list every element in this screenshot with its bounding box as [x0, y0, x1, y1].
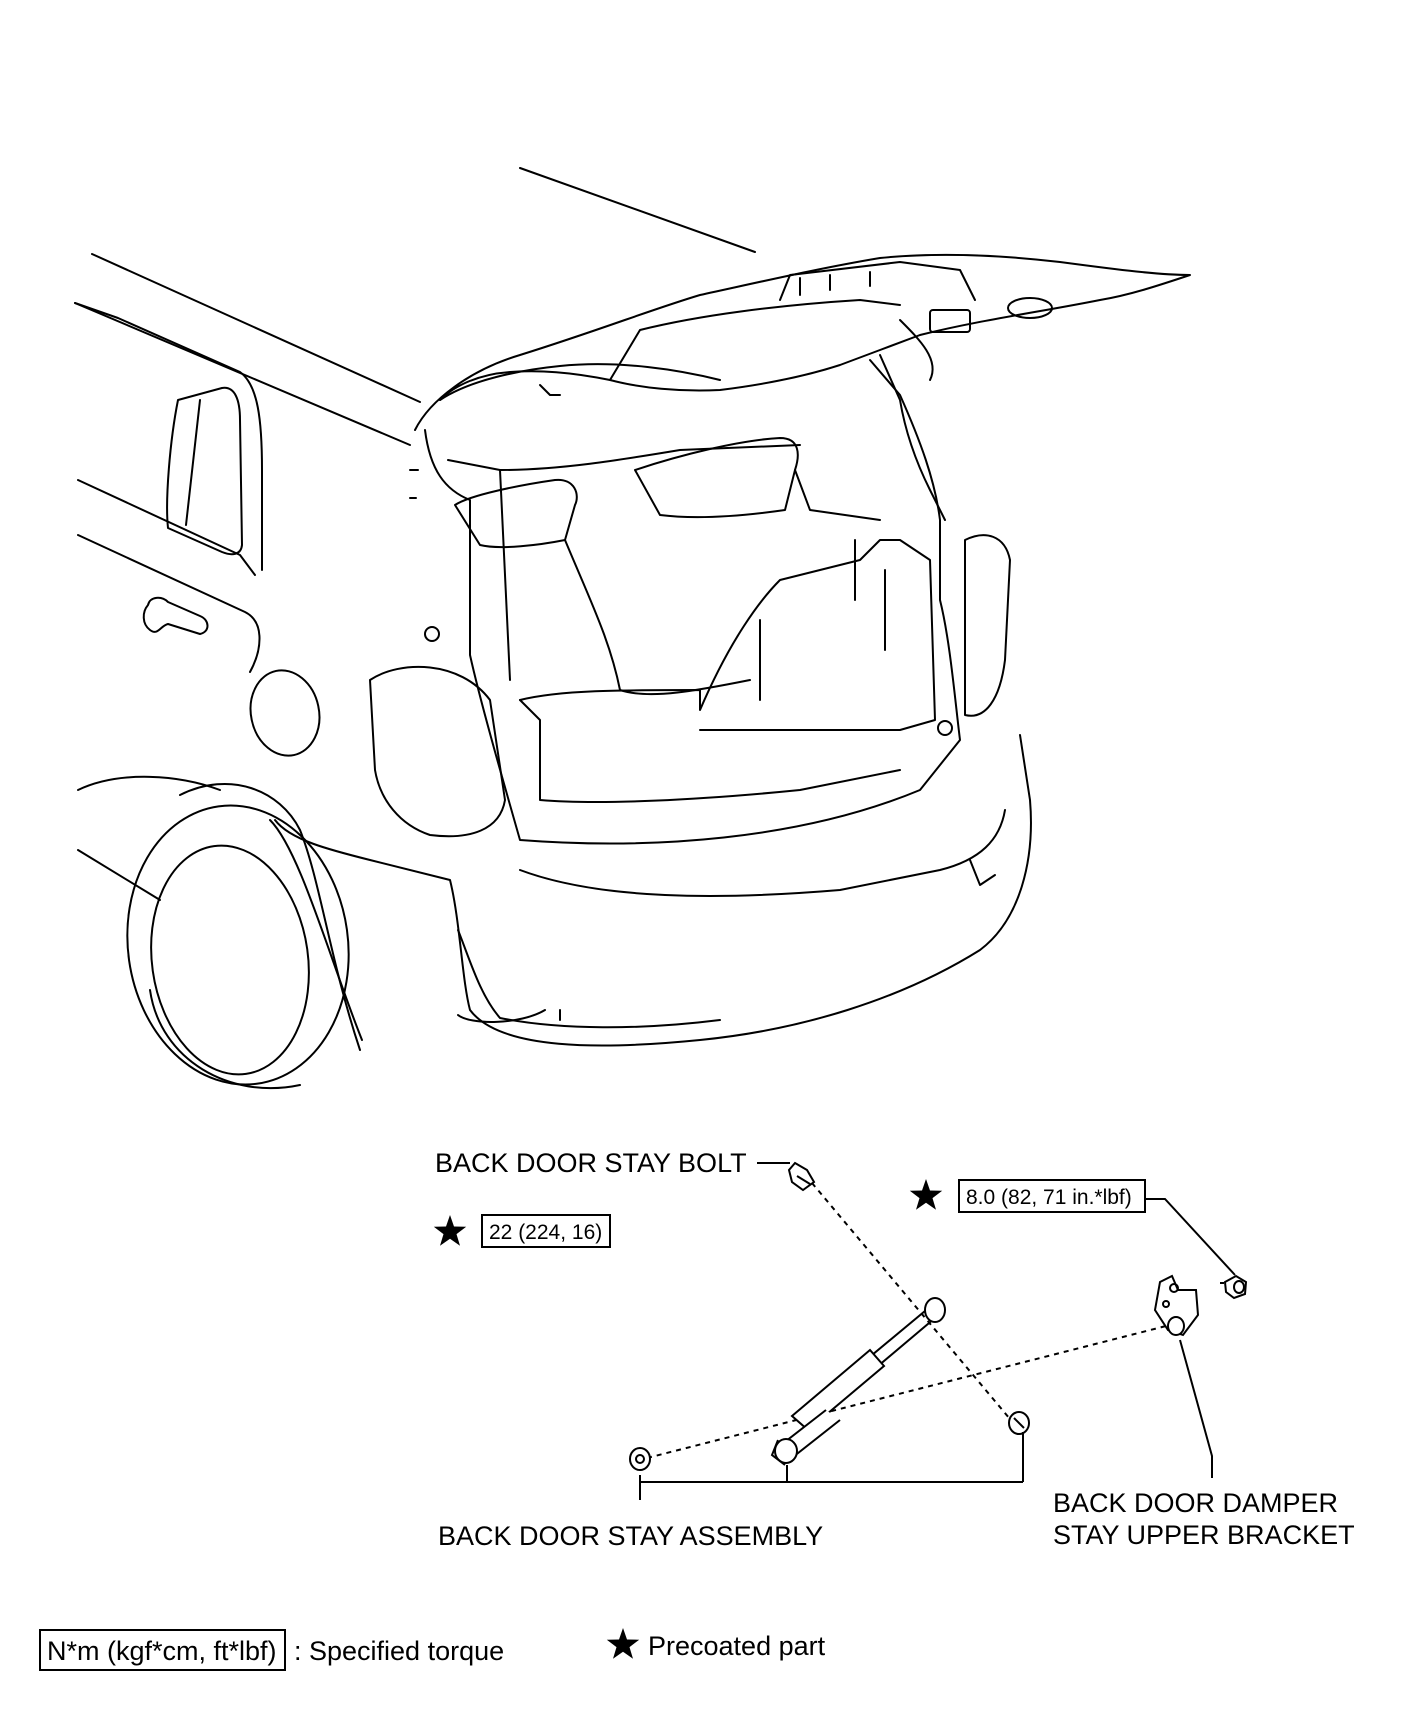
stay-assembly-icon: [770, 1297, 946, 1466]
damper-bracket-label-line1: BACK DOOR DAMPER: [1053, 1488, 1338, 1518]
legend-precoated-desc: Precoated part: [648, 1631, 826, 1661]
rear-seat-right: [634, 437, 799, 519]
stay-bolt-icon: [787, 1161, 816, 1192]
rear-bumper: [274, 734, 1032, 1047]
bracket-bolt-torque-box: [958, 1179, 1146, 1213]
stay-assembly-label: BACK DOOR STAY ASSEMBLY: [438, 1521, 823, 1551]
door-handle: [142, 596, 209, 635]
license-recess: [929, 309, 971, 333]
back-door-handle: [1007, 297, 1053, 319]
legend-precoated-star-icon: [606, 1628, 640, 1659]
left-tail-lamp: [369, 665, 506, 838]
legend-torque-units: N*m (kgf*cm, ft*lbf): [47, 1636, 277, 1666]
leader-stay-assembly: [639, 1432, 1024, 1500]
legend-torque-box: [39, 1629, 286, 1671]
alignment-line-bolt: [811, 1182, 1016, 1426]
stay-bolt-torque: 22 (224, 16): [489, 1221, 602, 1244]
rear-seat-left: [454, 478, 578, 549]
upper-ball-stud-icon: [1008, 1411, 1030, 1435]
cargo-opening: [424, 359, 961, 845]
fuel-door: [249, 669, 321, 757]
rear-side-window: [166, 386, 243, 556]
exploded-parts: [629, 1161, 1248, 1500]
damper-bracket-icon: [1153, 1274, 1200, 1337]
leader-bracket-bolt: [1145, 1198, 1236, 1276]
bracket-bolt-torque: 8.0 (82, 71 in.*lbf): [966, 1186, 1132, 1209]
stay-bolt-torque-box: [481, 1214, 611, 1248]
bracket-bolt-precoated-star-icon: [909, 1179, 943, 1210]
cargo-floor: [519, 539, 936, 731]
damper-bracket-label-line2: STAY UPPER BRACKET: [1053, 1520, 1355, 1550]
rear-wheel: [126, 804, 350, 1086]
back-door: [414, 253, 1191, 431]
legend-torque-desc: : Specified torque: [294, 1636, 504, 1666]
alignment-line-stay: [646, 1324, 1171, 1459]
vehicle-illustration: [74, 167, 1191, 1090]
stay-bolt-precoated-star-icon: [433, 1215, 467, 1246]
leader-damper-bracket: [1179, 1339, 1213, 1478]
stay-bolt-label: BACK DOOR STAY BOLT: [435, 1148, 747, 1178]
right-tail-lamp: [964, 534, 1011, 717]
lower-ball-stud-icon: [629, 1447, 651, 1471]
bracket-bolt-icon: [1223, 1274, 1248, 1300]
